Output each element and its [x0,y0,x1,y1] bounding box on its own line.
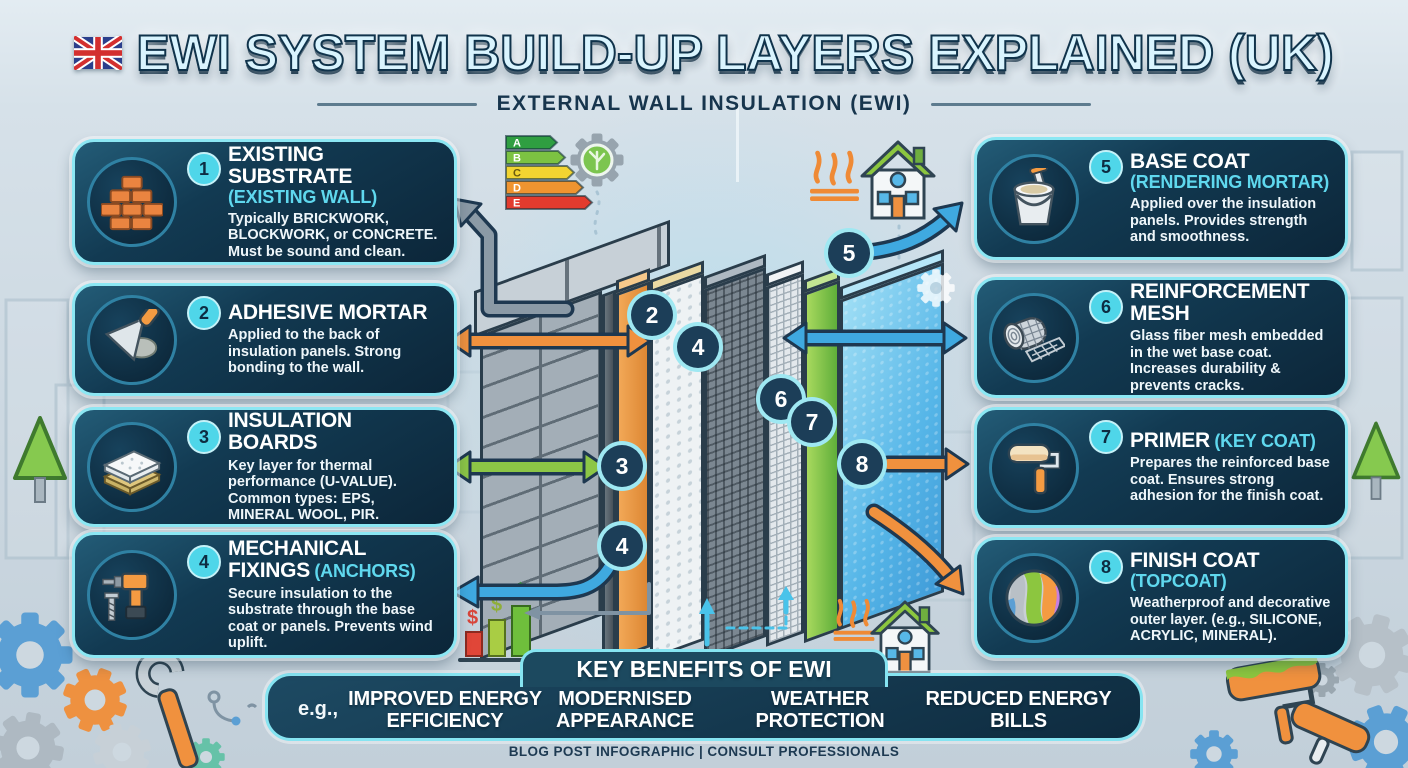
benefit-item: IMPROVED ENERGY EFFICIENCY [348,688,542,732]
layer-finish-coat [840,262,944,630]
number-badge: 5 [1089,150,1123,184]
trowel-icon [87,294,177,385]
box-text: BASE COAT (RENDERING MORTAR) Applied ove… [1130,151,1333,246]
benefit-item: REDUCED ENERGY BILLS [925,688,1112,732]
info-box-mechanical-fixings: 4 MECHANICAL FIXINGS (ANCHORS) Secure in… [72,532,457,658]
box-subtitle: (EXISTING WALL) [228,186,377,207]
box-body: Key layer for thermal performance (U-VAL… [228,457,397,524]
box-title: FINISH COAT [1130,549,1260,573]
number-badge: 6 [1089,290,1123,324]
layer-primer [804,279,840,644]
header: EWI SYSTEM BUILD-UP LAYERS EXPLAINED (UK… [0,24,1408,82]
box-body: Secure insulation to the substrate throu… [228,585,433,652]
paint-roller-icon [989,422,1079,513]
svg-text:E: E [513,198,520,210]
svg-text:A: A [513,138,521,150]
layer-grout [602,289,616,660]
box-body: Typically BRICKWORK, BLOCKWORK, or CONCR… [228,210,438,260]
box-text: MECHANICAL FIXINGS (ANCHORS) Secure insu… [228,538,442,651]
benefits-prefix: e.g., [298,698,339,720]
layer-adhesive-mortar [616,281,650,660]
benefit-item: WEATHER PROTECTION [755,688,885,732]
box-title: ADHESIVE MORTAR [228,301,428,325]
box-subtitle: (ANCHORS) [314,561,416,582]
page-subtitle: EXTERNAL WALL INSULATION (EWI) [496,92,912,115]
divider-line [931,102,1092,106]
box-title: PRIMER [1130,429,1210,453]
box-subtitle: (KEY COAT) [1214,431,1316,452]
bucket-icon [989,153,1079,244]
subtitle-row: EXTERNAL WALL INSULATION (EWI) [0,92,1408,116]
box-text: ADHESIVE MORTAR Applied to the back of i… [228,302,442,377]
number-badge: 2 [187,296,221,330]
mesh-roll-icon [989,292,1079,383]
benefits-tab-title: KEY BENEFITS OF EWI [520,649,888,687]
svg-text:C: C [513,168,521,180]
box-title: INSULATION BOARDS [228,409,352,455]
box-body: Prepares the reinforced base coat. Ensur… [1130,455,1330,505]
eco-gear-icon [570,133,624,187]
box-text: REINFORCEMENT MESH Glass fiber mesh embe… [1130,279,1333,394]
divider-line [316,102,477,106]
drill-icon [87,550,177,640]
info-box-base-coat: 5 BASE COAT (RENDERING MORTAR) Applied o… [974,137,1348,260]
info-box-reinforcement-mesh: 6 REINFORCEMENT MESH Glass fiber mesh em… [974,277,1348,398]
layer-insulation-board [650,273,704,661]
box-title: MECHANICAL FIXINGS [228,537,366,583]
info-box-primer: 7 PRIMER (KEY COAT) Prepares the reinfor… [974,407,1348,528]
box-title: EXISTING SUBSTRATE [228,142,353,188]
info-box-finish-coat: 8 FINISH COAT (TOPCOAT) Weatherproof and… [974,537,1348,658]
number-badge: 1 [187,152,221,186]
number-badge: 4 [187,545,221,579]
info-box-existing-substrate: 1 EXISTING SUBSTRATE (EXISTING WALL) Typ… [72,139,457,265]
box-subtitle: (TOPCOAT) [1130,571,1227,592]
info-box-insulation-boards: 3 INSULATION BOARDS Key layer for therma… [72,407,457,527]
uk-flag-icon [74,36,123,70]
wall-cutaway-diagram [474,164,950,675]
tree-icon [1351,421,1401,501]
box-body: Applied to the back of insulation panels… [228,327,402,377]
number-badge: 3 [187,420,221,454]
box-text: EXISTING SUBSTRATE (EXISTING WALL) Typic… [228,142,442,261]
box-body: Applied over the insulation panels. Prov… [1130,196,1317,246]
page-title: EWI SYSTEM BUILD-UP LAYERS EXPLAINED (UK… [135,24,1334,82]
svg-text:D: D [513,183,521,195]
svg-text:B: B [513,153,521,165]
box-title: REINFORCEMENT MESH [1130,279,1310,325]
layer-brick-substrate [480,290,602,660]
insulation-boards-icon [87,422,177,512]
footer-text: BLOG POST INFOGRAPHIC | CONSULT PROFESSI… [508,744,900,759]
brick-wall-icon [87,157,177,247]
box-body: Weatherproof and decorative outer layer.… [1130,595,1331,645]
swirl-texture-icon [989,552,1079,643]
heat-icon [810,153,859,201]
tree-icon [13,416,67,504]
energy-rating-label: A B C D E [505,135,594,210]
layer-base-coat-mesh [704,266,766,660]
box-text: INSULATION BOARDS Key layer for thermal … [228,410,442,523]
box-text: PRIMER (KEY COAT) Prepares the reinforce… [1130,430,1333,505]
box-title: BASE COAT [1130,150,1250,174]
info-box-adhesive-mortar: 2 ADHESIVE MORTAR Applied to the back of… [72,283,457,396]
layer-mesh-sheet [766,273,804,647]
benefit-item: MODERNISED APPEARANCE [555,688,695,732]
svg-text:$: $ [467,607,478,629]
number-badge: 8 [1089,550,1123,584]
box-body: Glass fiber mesh embedded in the wet bas… [1130,328,1324,394]
box-text: FINISH COAT (TOPCOAT) Weatherproof and d… [1130,550,1333,645]
box-subtitle: (RENDERING MORTAR) [1130,172,1330,193]
number-badge: 7 [1089,420,1123,454]
paint-roller-decoration [1225,654,1322,745]
